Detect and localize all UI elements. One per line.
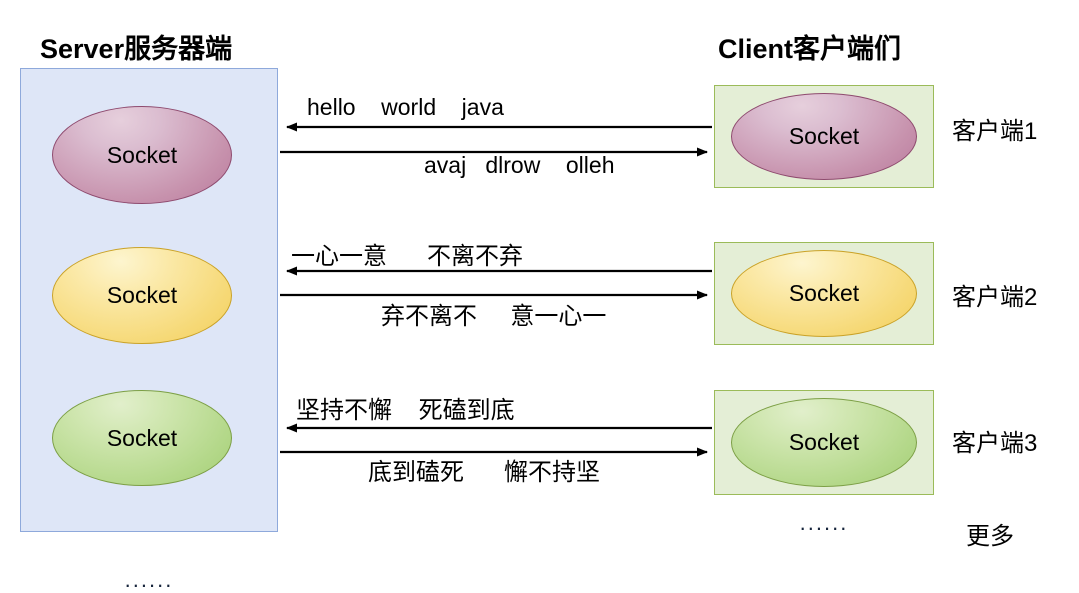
client-socket-3-label: Socket (788, 429, 860, 455)
server-socket-2: Socket (52, 247, 232, 344)
client-socket-2-label: Socket (788, 280, 860, 306)
client-socket-3: Socket (731, 398, 917, 487)
flow-1-request-label: hello world java (307, 94, 504, 120)
client-label-3: 客户端3 (952, 430, 1038, 457)
flow-2-request-label: 一心一意 不离不弃 (291, 243, 524, 270)
flow-2-response-label: 弃不离不 意一心一 (381, 303, 607, 330)
server-socket-2-label: Socket (106, 282, 178, 308)
more-clients-label: 更多 (966, 523, 1014, 550)
server-socket-1-label: Socket (106, 141, 178, 168)
client-socket-2: Socket (731, 250, 917, 337)
client-label-1: 客户端1 (952, 118, 1038, 145)
clients-title: Client客户端们 (718, 34, 902, 64)
server-overflow-dots: ...... (124, 567, 174, 592)
client-socket-1: Socket (731, 93, 917, 180)
server-socket-3-label: Socket (106, 424, 178, 451)
server-socket-1: Socket (52, 106, 232, 204)
server-title: Server服务器端 (40, 34, 233, 64)
server-socket-3: Socket (52, 390, 232, 486)
diagram-canvas: Server服务器端 Client客户端们 ...... Socket Sock… (20, 34, 1038, 592)
flow-3-response-label: 底到磕死 懈不持坚 (368, 459, 601, 486)
client-label-2: 客户端2 (952, 284, 1038, 311)
flow-1-response-label: avaj dlrow olleh (424, 152, 615, 178)
clients-overflow-dots: ...... (799, 510, 849, 535)
client-socket-1-label: Socket (788, 123, 860, 149)
flow-3-request-label: 坚持不懈 死磕到底 (296, 397, 515, 424)
